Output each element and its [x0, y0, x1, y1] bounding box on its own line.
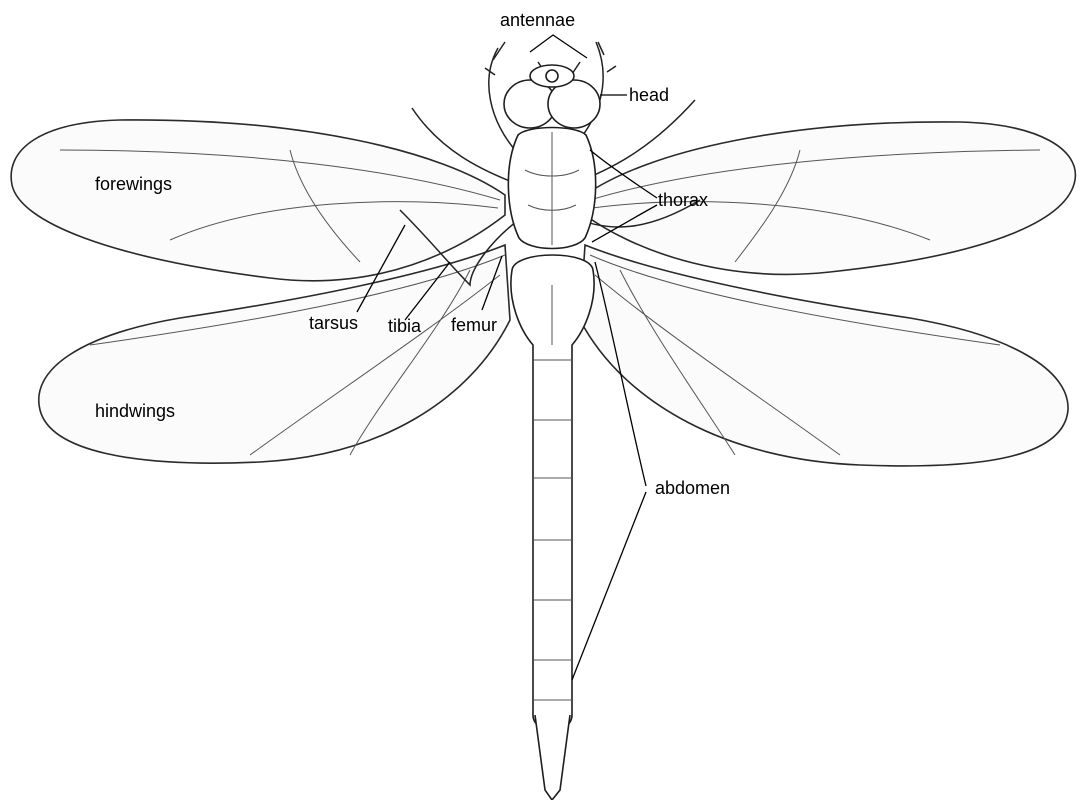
dragonfly-body — [504, 62, 600, 800]
label-abdomen: abdomen — [655, 478, 730, 498]
label-hindwings: hindwings — [95, 401, 175, 421]
thorax — [508, 128, 595, 249]
label-head: head — [629, 85, 669, 105]
label-tarsus: tarsus — [309, 313, 358, 333]
label-forewings: forewings — [95, 174, 172, 194]
abdomen-tip — [535, 715, 570, 800]
left-forewing — [11, 120, 505, 281]
label-femur: femur — [451, 315, 497, 335]
label-tibia: tibia — [388, 316, 422, 336]
label-antennae: antennae — [500, 10, 575, 30]
head — [504, 65, 600, 128]
label-thorax: thorax — [658, 190, 708, 210]
abdomen — [511, 255, 594, 800]
